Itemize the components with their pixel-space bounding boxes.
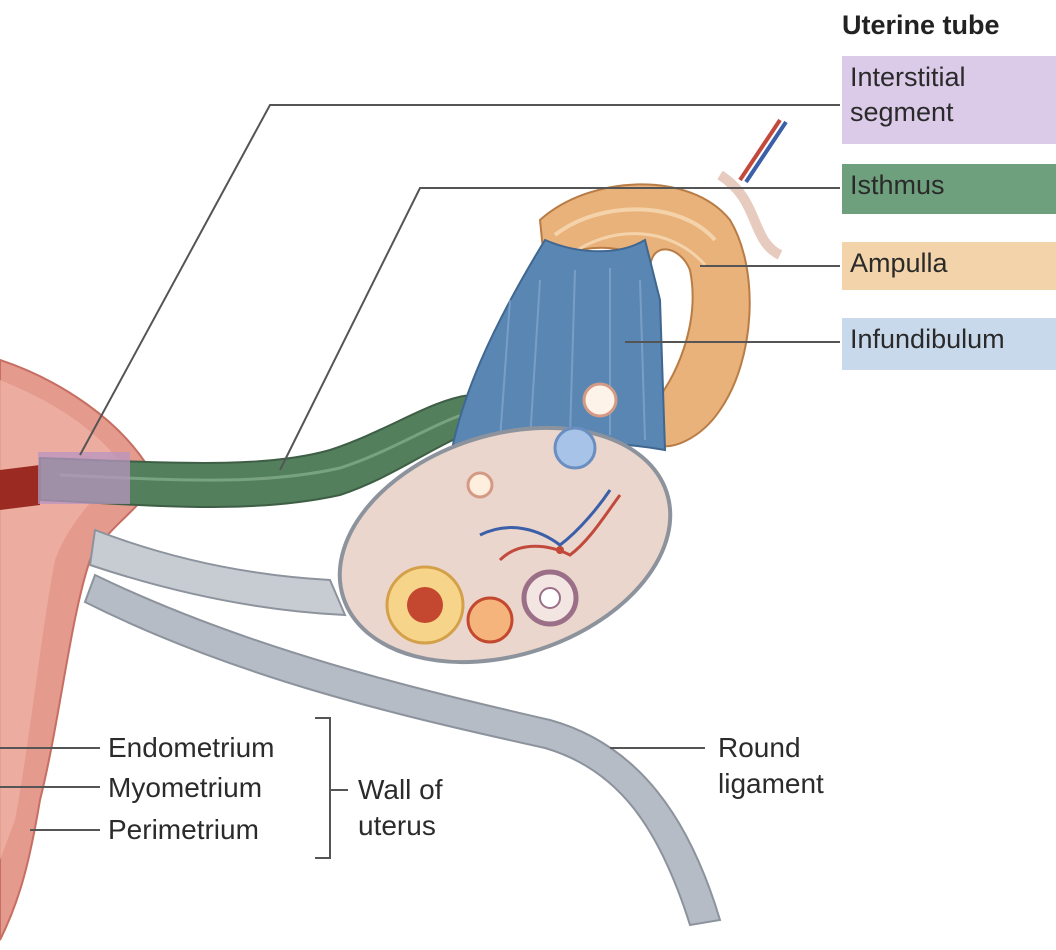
key-infundibulum: Infundibulum <box>842 318 1056 370</box>
key-interstitial-segment: Interstitial segment <box>842 56 1056 144</box>
label-perimetrium: Perimetrium <box>108 812 259 848</box>
key-isthmus: Isthmus <box>842 164 1056 214</box>
label-wall-of-uterus: Wall of uterus <box>358 772 478 844</box>
label-round-ligament: Round ligament <box>718 730 868 802</box>
uterus-wall <box>0 360 151 940</box>
label-endometrium: Endometrium <box>108 730 275 766</box>
label-myometrium: Myometrium <box>108 770 262 806</box>
key-ampulla: Ampulla <box>842 242 1056 290</box>
uterine-tube-heading: Uterine tube <box>842 10 1000 41</box>
interstitial-segment-shape <box>38 452 130 504</box>
